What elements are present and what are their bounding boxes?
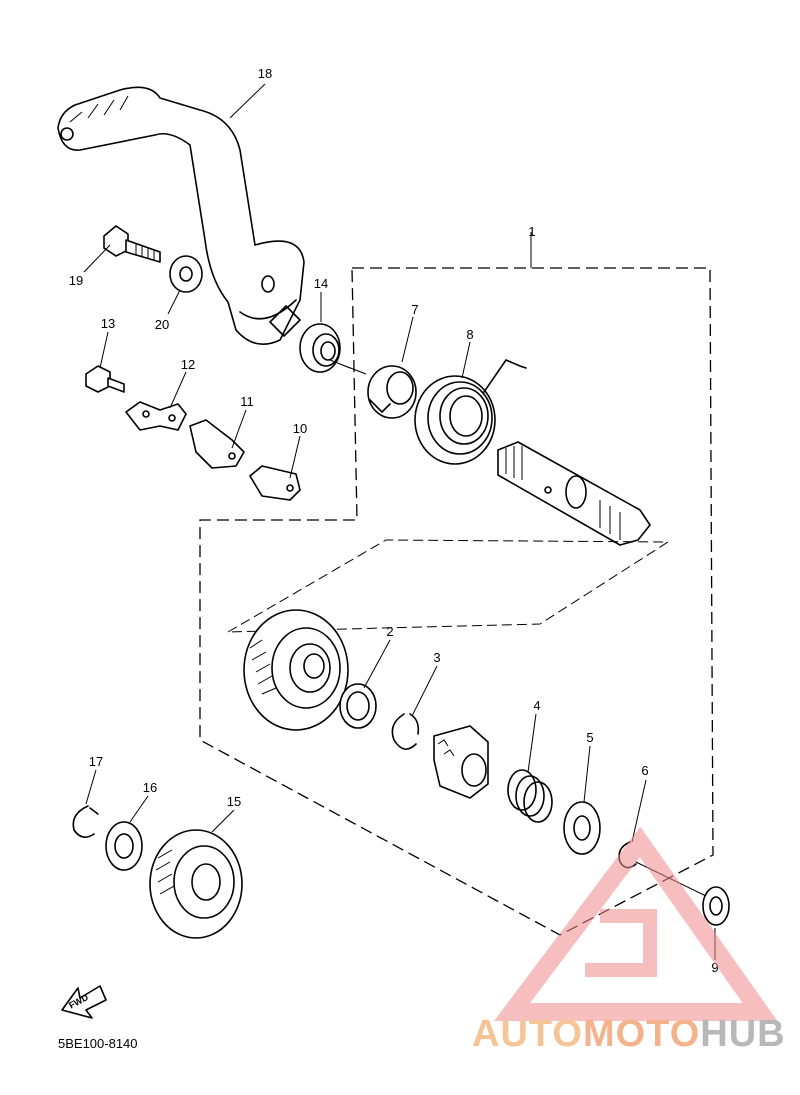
plate-11	[189, 419, 245, 469]
gear-plane-outline	[227, 539, 670, 633]
callout-12: 12	[181, 357, 195, 372]
callout-10: 10	[293, 421, 307, 436]
callout-7: 7	[411, 302, 418, 317]
callout-9: 9	[711, 960, 718, 975]
bolt-13	[85, 365, 125, 393]
callout-1: 1	[528, 224, 535, 239]
callout-6: 6	[641, 763, 648, 778]
spring-guide-7	[367, 365, 417, 419]
callout-8: 8	[466, 327, 473, 342]
callout-18: 18	[258, 66, 272, 81]
washer-2	[339, 683, 377, 729]
callout-16: 16	[143, 780, 157, 795]
idle-gear-15	[149, 829, 243, 939]
diagram-code: 5BE100-8140	[58, 1036, 138, 1051]
ratchet	[433, 725, 489, 799]
circlip-17	[72, 805, 99, 838]
washer-5	[563, 801, 601, 855]
assembly-outline	[199, 267, 714, 936]
watermark-logo	[493, 826, 778, 1021]
washer-9	[702, 886, 730, 926]
kick-shaft	[497, 441, 651, 546]
fwd-arrow-icon: FWD	[61, 985, 107, 1019]
callout-15: 15	[227, 794, 241, 809]
kick-gear	[243, 609, 349, 731]
callout-3: 3	[433, 650, 440, 665]
callout-14: 14	[314, 276, 328, 291]
bolt-19	[103, 225, 161, 263]
kick-crank	[57, 86, 305, 346]
circlip-3	[391, 713, 420, 750]
callout-labels: 18 1 19 14 7 13 20 8 12 11 10 2 3 4 5 17…	[69, 66, 719, 975]
leader-lines	[83, 83, 716, 960]
watermark-brand: AUTOMOTOHUB	[472, 1013, 786, 1055]
spring-4	[507, 769, 553, 823]
plate-12	[125, 401, 187, 431]
callout-17: 17	[89, 754, 103, 769]
washer-20	[169, 255, 203, 293]
callout-5: 5	[586, 730, 593, 745]
callout-19: 19	[69, 273, 83, 288]
clip-10	[249, 465, 301, 501]
callout-2: 2	[386, 624, 393, 639]
oil-seal-14	[299, 323, 341, 373]
callout-20: 20	[155, 317, 169, 332]
washer-16	[105, 821, 143, 871]
torsion-spring-8	[414, 359, 527, 465]
callout-13: 13	[101, 316, 115, 331]
callout-11: 11	[240, 394, 254, 409]
callout-4: 4	[533, 698, 540, 713]
